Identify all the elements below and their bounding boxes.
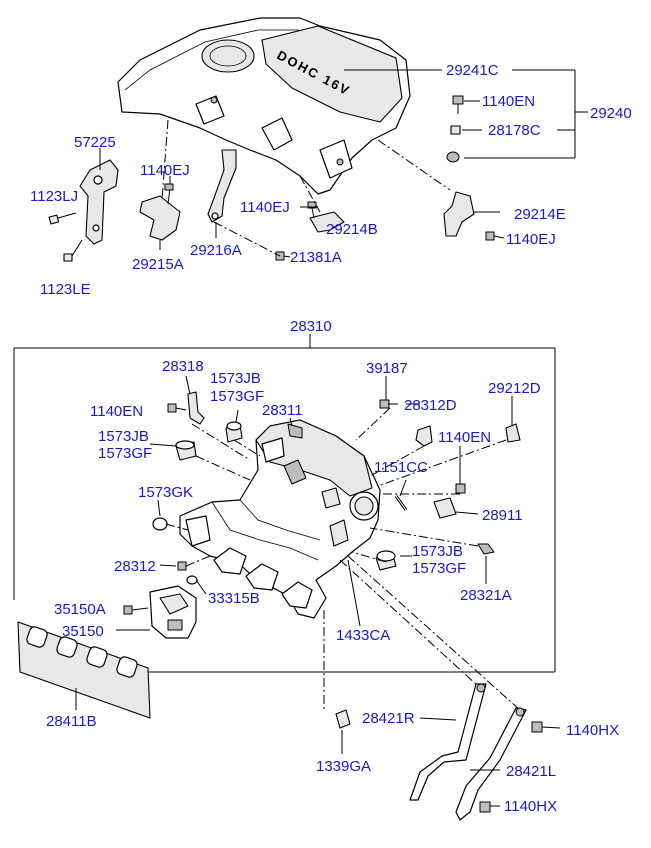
bolt-1140EN-top	[452, 95, 464, 114]
bolt-1140EJ-c	[485, 231, 505, 241]
label-1573JB-c: 1573JB	[412, 543, 463, 560]
part-labels: 57225 1123LJ 1123LE 1140EJ 29215A 29216A…	[30, 62, 632, 815]
label-28311: 28311	[262, 402, 303, 419]
sensor-28321A	[477, 543, 495, 555]
label-28178C: 28178C	[488, 122, 541, 139]
bolt-21381A	[275, 251, 291, 261]
label-29214B: 29214B	[326, 221, 378, 238]
label-1573GK: 1573GK	[138, 484, 193, 501]
label-28321A: 28321A	[460, 587, 512, 604]
label-35150A: 35150A	[54, 601, 106, 618]
label-1573JB-b: 1573JB	[98, 428, 149, 445]
bracket-29214B	[309, 211, 345, 233]
bracket-57225	[79, 159, 119, 245]
manifold-small-parts	[123, 391, 521, 639]
fitting-28312D	[415, 425, 433, 447]
label-28312: 28312	[114, 558, 156, 575]
intake-manifold	[179, 419, 381, 619]
bracket-29215A	[139, 195, 181, 241]
label-28318: 28318	[162, 358, 204, 375]
label-1140EJ-c: 1140EJ	[506, 231, 556, 248]
stay-29216A	[207, 149, 237, 223]
label-1123LE: 1123LE	[40, 281, 91, 298]
label-1140EN-b: 1140EN	[438, 429, 491, 446]
label-29240: 29240	[590, 105, 632, 122]
bolt-35150A	[123, 605, 133, 615]
label-29241C: 29241C	[446, 62, 499, 79]
upper-leaders	[99, 69, 588, 257]
lower-parts	[335, 683, 561, 821]
label-1433CA: 1433CA	[336, 627, 390, 644]
label-1140EN-a: 1140EN	[90, 403, 143, 420]
label-28312D: 28312D	[404, 397, 457, 414]
label-28421L: 28421L	[506, 763, 556, 780]
bolt-28312	[177, 561, 187, 571]
label-35150: 35150	[62, 623, 104, 640]
bracket-28911	[433, 497, 457, 519]
label-28911: 28911	[482, 507, 523, 524]
grommet-28178C	[450, 125, 461, 135]
bolt-1140EN-a	[167, 403, 177, 413]
label-39187: 39187	[366, 360, 408, 377]
label-1339GA: 1339GA	[316, 758, 371, 775]
bolt-1123LE	[63, 239, 83, 262]
manifold-leaders	[116, 375, 521, 712]
label-1573GF-a: 1573GF	[210, 388, 264, 405]
label-1140HX-a: 1140HX	[566, 722, 619, 739]
label-21381A: 21381A	[290, 249, 342, 266]
stay-28421R	[409, 683, 487, 801]
label-1573GF-b: 1573GF	[98, 445, 152, 462]
stay-28421L	[455, 707, 527, 821]
bolt-1140HX-a	[531, 721, 543, 733]
bolt-1123LJ	[48, 212, 77, 225]
oring-33315B	[186, 575, 198, 585]
label-33315B: 33315B	[208, 590, 260, 607]
manifold-group-frame	[13, 334, 556, 673]
plug-1573GK	[152, 517, 168, 531]
mount-29214E	[443, 151, 475, 237]
label-1140HX-b: 1140HX	[504, 798, 557, 815]
label-29214E: 29214E	[514, 206, 566, 223]
label-28310: 28310	[290, 318, 332, 335]
label-29215A: 29215A	[132, 256, 184, 273]
engine-cover: DOHC 16V	[117, 17, 411, 195]
bolt-39187	[379, 399, 390, 409]
label-28421R: 28421R	[362, 710, 415, 727]
valve-28311	[287, 423, 303, 439]
clip-1339GA	[335, 709, 351, 729]
bolt-1140EJ-b	[307, 201, 317, 219]
label-29216A: 29216A	[190, 242, 242, 259]
label-1573GF-c: 1573GF	[412, 560, 466, 577]
label-1140EJ-b: 1140EJ	[240, 199, 290, 216]
label-29212D: 29212D	[488, 380, 541, 397]
gasket-28411B	[17, 621, 151, 719]
label-28411B: 28411B	[46, 713, 97, 730]
clip-28318	[187, 391, 205, 425]
label-1123LJ: 1123LJ	[30, 188, 78, 205]
label-1140EJ-a: 1140EJ	[140, 162, 190, 179]
bolt-1140EN-b	[455, 483, 466, 494]
label-1151CC: 1151CC	[374, 459, 428, 476]
bolt-1140EJ-a	[164, 183, 174, 205]
bolt-1140HX-b	[479, 801, 491, 813]
label-1140EN-top: 1140EN	[482, 93, 535, 110]
label-57225: 57225	[74, 134, 116, 151]
fitting-29212D	[505, 423, 521, 443]
label-1573JB-a: 1573JB	[210, 370, 261, 387]
